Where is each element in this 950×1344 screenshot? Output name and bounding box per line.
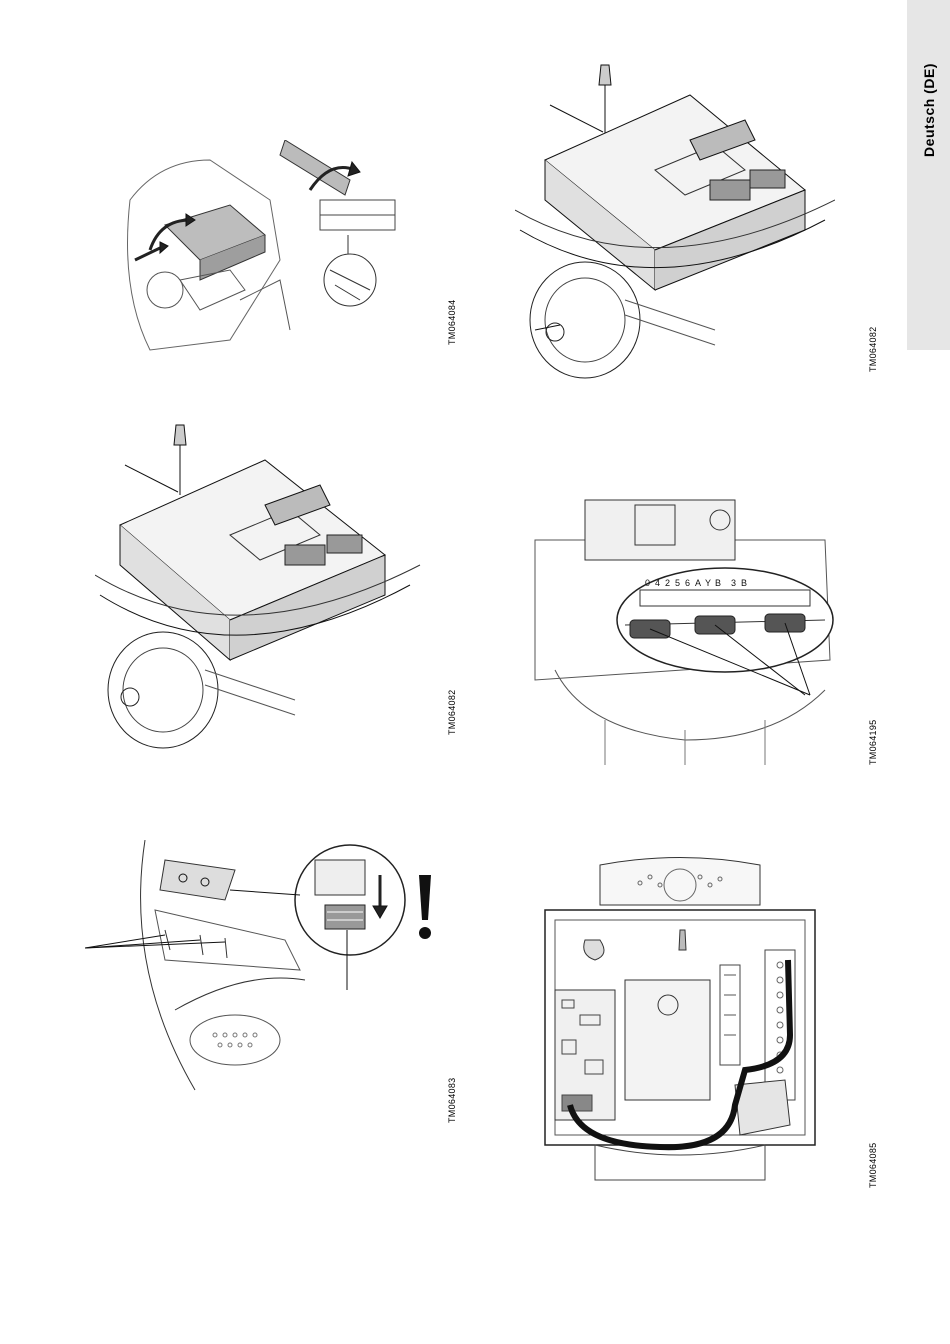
terminal-label-0: 0 [645,578,650,588]
terminal-label-6: Y [705,578,711,588]
terminal-label-4: 6 [685,578,690,588]
language-tab[interactable]: Deutsch (DE) [907,0,950,350]
terminal-label-2: 2 [665,578,670,588]
figure-open-terminal-box [540,855,825,1190]
figure-code-5: TM064083 [447,1053,461,1123]
figure-code-1: TM064084 [447,275,461,345]
figure-code-6: TM064085 [868,1118,882,1188]
figure-board-connector [85,840,445,1110]
screwdriver-icon [174,425,186,495]
figure-code-3: TM064082 [447,665,461,735]
screwdriver-icon [599,65,611,135]
figure-code-2: TM064082 [868,302,882,372]
terminal-label-1: 4 [655,578,660,588]
terminal-label-9: B [741,578,747,588]
terminal-label-7: B [715,578,721,588]
figure-screw-middle-left [95,420,425,750]
figure-screw-top-right [515,60,835,380]
terminal-label-5: A [695,578,701,588]
terminal-label-3: 5 [675,578,680,588]
figure-terminal-closeup: 0 4 2 5 6 A Y B 3 B [525,490,845,770]
figure-code-4: TM064195 [868,695,882,765]
terminal-label-8: 3 [731,578,736,588]
figure-cover-removal [120,140,410,360]
warning-exclamation-icon [419,875,431,939]
language-tab-label: Deutsch (DE) [921,63,937,157]
